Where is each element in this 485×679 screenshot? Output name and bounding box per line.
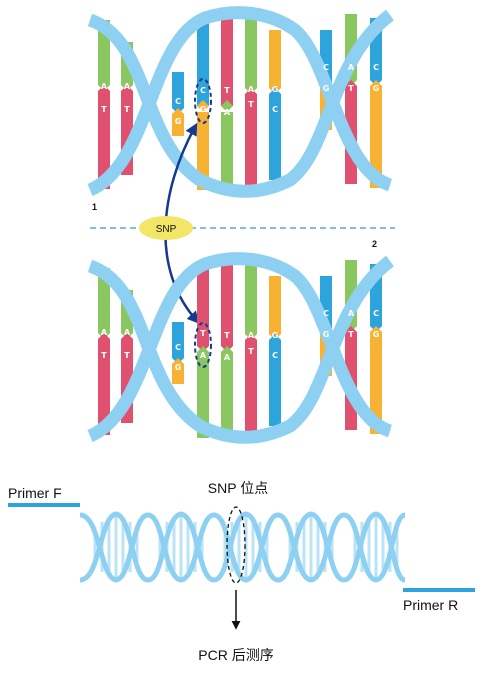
base-letter: T xyxy=(224,331,230,340)
base-letter: T xyxy=(248,100,254,109)
base-letter: T xyxy=(224,86,230,95)
base-letter: G xyxy=(373,84,380,93)
pcr-sequencing-label: PCR 后测序 xyxy=(198,647,273,663)
base-letter: A xyxy=(224,353,231,362)
base-letter: C xyxy=(373,309,379,318)
snp-highlight-ellipse-bottom xyxy=(194,322,212,368)
base-letter: G xyxy=(323,84,330,93)
base-letter: A xyxy=(200,351,207,360)
pcr-section: Primer F Primer R SNP 位点 xyxy=(8,480,475,663)
base-letter: G xyxy=(272,85,279,94)
base-letter: G xyxy=(175,363,182,372)
base-letter: A xyxy=(124,82,131,91)
base-letter: C xyxy=(272,105,278,114)
base-letter: T xyxy=(124,351,130,360)
base-letter: C xyxy=(272,351,278,360)
snp-badge: SNP xyxy=(139,216,193,240)
base-letter: C xyxy=(175,97,181,106)
base-letter: A xyxy=(348,63,355,72)
base-letter: A xyxy=(248,85,255,94)
base-letter: T xyxy=(124,105,130,114)
base-letter: T xyxy=(101,351,107,360)
base-letter: T xyxy=(348,330,354,339)
top-backbones xyxy=(87,6,395,198)
base-letter: C xyxy=(373,63,379,72)
panel-number-1: 1 xyxy=(92,202,97,212)
base-letter: C xyxy=(323,63,329,72)
base-letter: G xyxy=(272,331,279,340)
primer-r-label: Primer R xyxy=(403,597,458,613)
pcr-helix xyxy=(79,511,407,583)
base-letter: C xyxy=(200,86,206,95)
base-letter: G xyxy=(200,105,207,114)
base-letter: G xyxy=(373,330,380,339)
base-letter: G xyxy=(323,330,330,339)
base-letter: A xyxy=(124,328,131,337)
bottom-base-letters: A T A T C G T A T A A T G C C G A T C G xyxy=(101,309,379,372)
base-letter: A xyxy=(348,309,355,318)
snp-site-ellipse xyxy=(226,506,246,584)
base-letter: C xyxy=(323,309,329,318)
base-letter: A xyxy=(224,108,231,117)
base-letter: T xyxy=(101,105,107,114)
base-letter: T xyxy=(248,347,254,356)
base-letter: A xyxy=(101,82,108,91)
primer-r-bar xyxy=(403,588,475,592)
snp-highlight-ellipse-top xyxy=(194,78,212,124)
dna-strand-bottom: A T A T C G T A T A A T G C C G A T C G xyxy=(87,252,395,444)
primer-f-label: Primer F xyxy=(8,485,62,501)
bottom-backbones xyxy=(87,252,395,444)
base-letter: A xyxy=(101,328,108,337)
base-letter: T xyxy=(200,329,206,338)
snp-badge-label: SNP xyxy=(156,224,177,235)
dna-strand-top: A T A T C G C G T A A T G C C G A T C G xyxy=(87,6,395,198)
base-letter: G xyxy=(175,117,182,126)
base-letter: A xyxy=(248,331,255,340)
snp-site-label: SNP 位点 xyxy=(208,480,268,496)
base-letter: C xyxy=(175,343,181,352)
primer-f-bar xyxy=(8,503,80,507)
top-base-pairs xyxy=(98,12,382,190)
top-base-letters: A T A T C G C G T A A T G C C G A T C G xyxy=(101,63,379,126)
base-letter: T xyxy=(348,84,354,93)
panel-number-2: 2 xyxy=(372,239,377,249)
